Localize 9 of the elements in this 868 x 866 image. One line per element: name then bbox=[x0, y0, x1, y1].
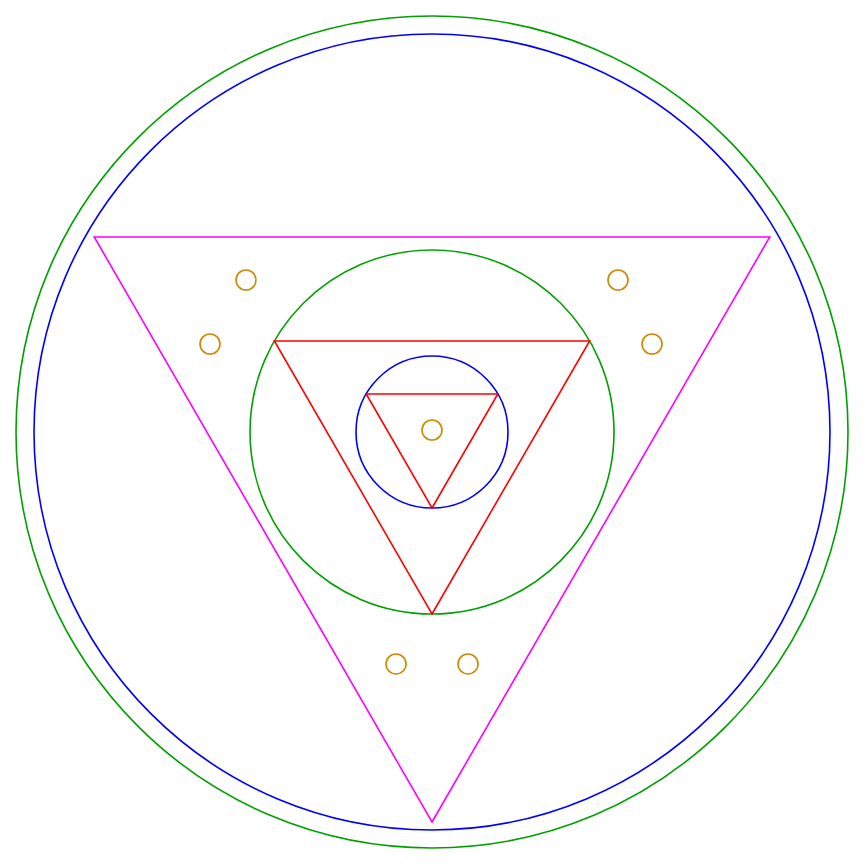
small-circle bbox=[385, 653, 407, 675]
small-circle bbox=[607, 269, 629, 291]
small-circle bbox=[421, 419, 443, 441]
small-circle bbox=[199, 333, 221, 355]
small-circle bbox=[457, 653, 479, 675]
small-circle bbox=[641, 333, 663, 355]
small-circle bbox=[235, 269, 257, 291]
circle-outline bbox=[355, 355, 509, 509]
circle-outline bbox=[249, 249, 615, 615]
